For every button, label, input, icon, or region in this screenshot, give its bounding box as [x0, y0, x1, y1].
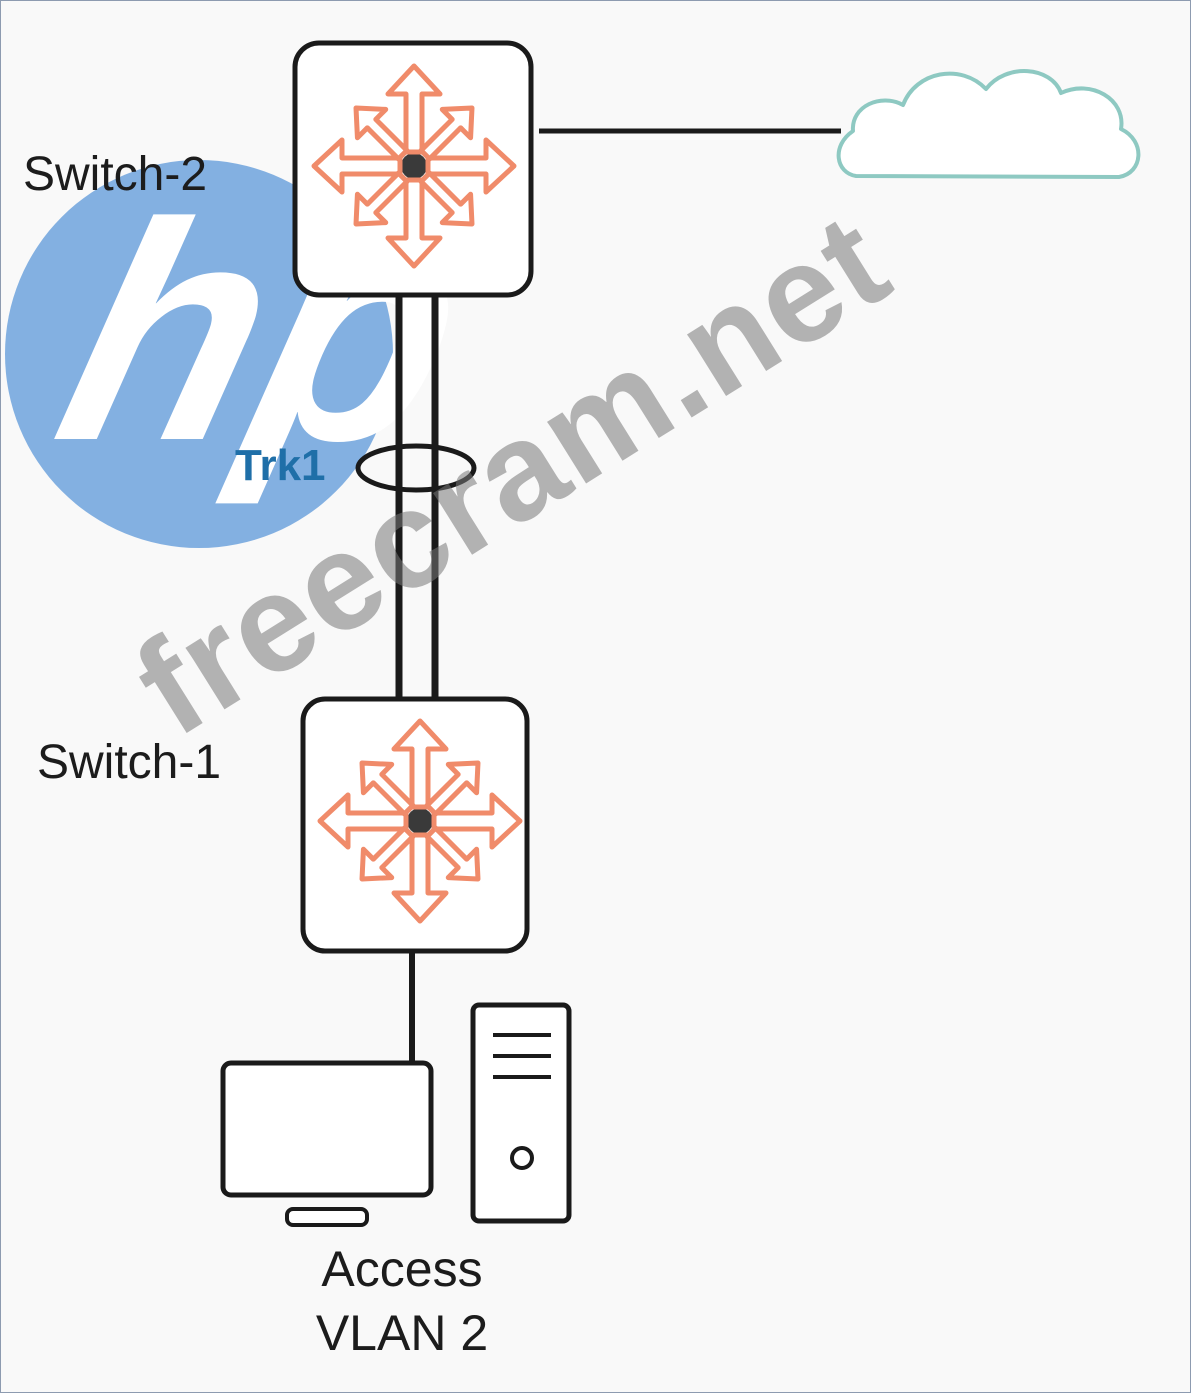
desktop-computer-icon: [220, 1002, 572, 1227]
trunk-label: Trk1: [235, 441, 326, 490]
trunk-lag-ring: [355, 443, 477, 493]
endpoint-label: Access VLAN 2: [287, 1237, 517, 1365]
endpoint-label-line1: Access: [321, 1241, 483, 1297]
endpoint-label-line2: VLAN 2: [315, 1305, 489, 1361]
switch-1-label: Switch-1: [37, 736, 222, 789]
cloud-icon: [836, 69, 1141, 179]
switch-2-icon: [292, 40, 534, 298]
switch-1-icon: [300, 696, 536, 954]
switch-2-label: Switch-2: [23, 148, 208, 201]
trunk-links: [355, 293, 477, 697]
